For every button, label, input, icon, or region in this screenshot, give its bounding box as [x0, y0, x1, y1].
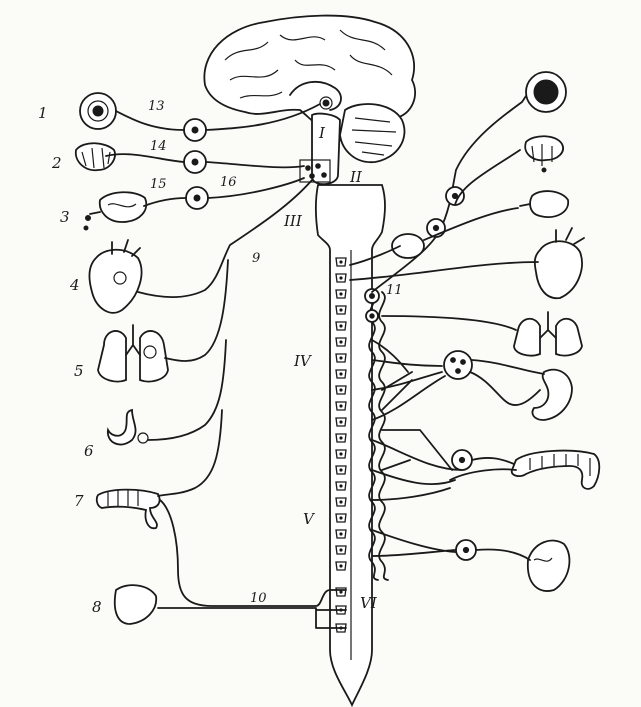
label-9: 9	[252, 251, 260, 266]
label-8: 8	[92, 598, 102, 616]
spinal-cell-dot	[339, 590, 343, 594]
spinal-cell-dot	[339, 260, 343, 264]
heart-right	[533, 227, 585, 300]
spinal-cell-dot	[339, 308, 343, 312]
lungs-right	[513, 311, 583, 357]
spinal-cell-bodies	[335, 257, 347, 633]
right-nerves	[349, 95, 545, 561]
stomach-right	[531, 368, 573, 421]
spinal-cell-dot	[339, 276, 343, 280]
label-1: 1	[38, 104, 48, 122]
level-label-III: III	[283, 212, 303, 230]
gland-right-2	[519, 190, 569, 218]
spinal-cell-dot	[339, 484, 343, 488]
nerve-labels: 9 10 11 13 14 15 16	[148, 99, 403, 606]
spinal-cell-dot	[339, 388, 343, 392]
level-labels: I II III IV V VI	[283, 124, 378, 612]
spinal-cell-dot	[339, 564, 343, 568]
label-5: 5	[74, 362, 84, 380]
spinal-cell-dot	[339, 500, 343, 504]
spinal-cell-dot	[339, 452, 343, 456]
spinal-cell-dot	[339, 468, 343, 472]
spinal-cell-dot	[339, 292, 343, 296]
intestine-left	[95, 488, 161, 530]
label-14: 14	[150, 139, 167, 154]
eye-right	[525, 71, 567, 113]
spinal-cell-dot	[339, 436, 343, 440]
label-7: 7	[74, 492, 84, 510]
gland-3	[83, 191, 148, 231]
label-4: 4	[69, 276, 80, 294]
spinal-cell-dot	[339, 324, 343, 328]
spinal-cell-dot	[339, 404, 343, 408]
level-label-V: V	[303, 510, 316, 528]
level-label-IV: IV	[293, 352, 313, 370]
spinal-cell-dot	[339, 548, 343, 552]
eye-left	[79, 92, 117, 130]
organ-labels: 1 2 3 4 5 6 7 8	[38, 104, 102, 616]
label-13: 13	[148, 99, 165, 114]
heart-left	[88, 239, 143, 314]
brain	[203, 14, 417, 185]
label-11: 11	[386, 283, 403, 298]
gland-right-1	[524, 135, 564, 173]
label-3: 3	[60, 208, 70, 226]
bladder-right	[527, 539, 571, 592]
spinal-cell-dot	[339, 340, 343, 344]
sympathetic-trunk	[364, 288, 389, 581]
spinal-cell-dot	[339, 356, 343, 360]
intestine-right	[510, 449, 601, 490]
left-nerves	[105, 103, 347, 629]
level-label-I: I	[318, 124, 326, 142]
stomach-left	[107, 408, 149, 446]
label-2: 2	[51, 154, 62, 172]
bladder-left	[113, 584, 158, 625]
spinal-cell-dot	[339, 372, 343, 376]
level-label-II: II	[349, 168, 363, 186]
spinal-cell-dot	[339, 532, 343, 536]
gland-2	[74, 142, 116, 172]
cranial-ganglia	[183, 118, 209, 210]
spinal-cell-dot	[339, 516, 343, 520]
label-6: 6	[84, 442, 94, 460]
spinal-cell-dot	[339, 420, 343, 424]
level-label-VI: VI	[360, 594, 378, 612]
label-10: 10	[250, 591, 267, 606]
label-16: 16	[220, 175, 237, 190]
lungs-left	[97, 324, 169, 383]
label-15: 15	[150, 177, 167, 192]
